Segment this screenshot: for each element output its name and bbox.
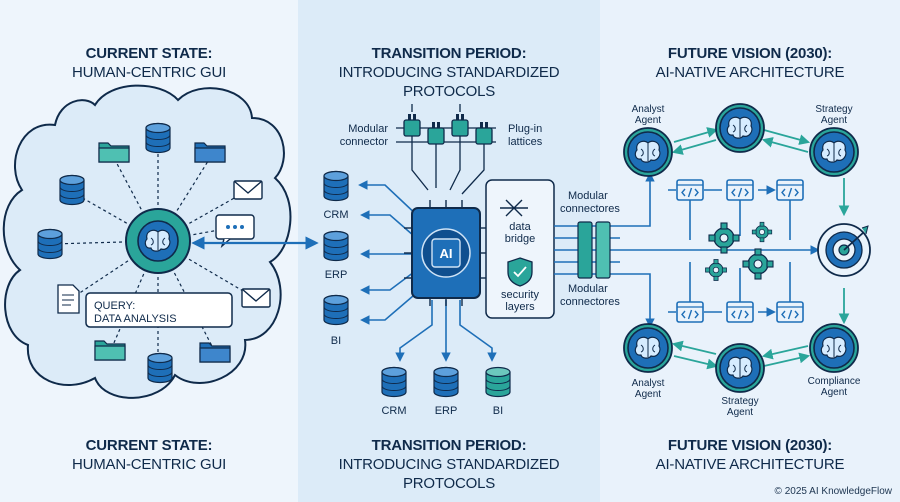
code-icon — [726, 179, 754, 201]
database-icon — [59, 174, 85, 206]
code-icon — [676, 179, 704, 201]
future-flow-lines — [620, 172, 820, 328]
database-icon — [145, 122, 171, 154]
erp-database-icon — [433, 366, 459, 398]
chip-wires — [358, 180, 497, 362]
gear-icon — [751, 221, 773, 243]
database-icon — [37, 228, 63, 260]
analyst-agent-bottom — [623, 323, 673, 373]
current-title-bottom: CURRENT STATE: HUMAN-CENTRIC GUI — [71, 437, 227, 473]
compliance-agent — [809, 323, 859, 373]
bi-database-icon — [485, 366, 511, 398]
code-icon — [676, 301, 704, 323]
document-icon — [57, 284, 80, 314]
target-icon — [817, 223, 871, 277]
folder-icon — [194, 142, 226, 163]
gear-icon — [742, 248, 774, 280]
current-title-top: CURRENT STATE: HUMAN-CENTRIC GUI — [71, 45, 227, 81]
agent-links — [671, 127, 850, 370]
folder-icon — [199, 342, 231, 363]
crm-database-icon — [323, 170, 349, 202]
gear-icon — [708, 222, 740, 254]
folder-icon — [98, 142, 130, 163]
analyst-agent-top — [623, 127, 673, 177]
query-value: DATA ANALYSIS — [94, 313, 177, 325]
crm-label-left: CRM — [323, 209, 348, 221]
strategy-agent-top — [809, 127, 859, 177]
query-label: QUERY: — [94, 300, 135, 312]
folder-icon — [94, 340, 126, 361]
future-title-top: FUTURE VISION (2030): AI-NATIVE ARCHITEC… — [655, 45, 845, 81]
ai-chip-label: AI — [440, 246, 453, 261]
erp-label-bottom: ERP — [435, 405, 458, 417]
plugin-lattice — [396, 104, 496, 195]
strategy-agent-bottom — [715, 343, 765, 393]
database-icon — [147, 352, 173, 384]
future-title-bottom: FUTURE VISION (2030): AI-NATIVE ARCHITEC… — [655, 437, 845, 473]
copyright: © 2025 AI KnowledgeFlow — [774, 486, 892, 497]
gear-icon — [705, 259, 727, 281]
brain-hub — [125, 208, 191, 274]
ai-chip: AI — [404, 200, 488, 306]
transition-title-bottom: TRANSITION PERIOD: INTRODUCING STANDARDI… — [338, 437, 560, 492]
mail-icon — [241, 288, 271, 308]
query-box[interactable]: QUERY: DATA ANALYSIS — [85, 292, 233, 328]
code-icon — [776, 179, 804, 201]
transition-title-top: TRANSITION PERIOD: INTRODUCING STANDARDI… — [338, 45, 560, 100]
crm-label-bottom: CRM — [381, 405, 406, 417]
erp-database-icon — [323, 230, 349, 262]
mail-icon — [233, 180, 263, 200]
code-icon — [726, 301, 754, 323]
erp-label-left: ERP — [325, 269, 348, 281]
bi-database-icon — [323, 294, 349, 326]
center-agent-top — [715, 103, 765, 153]
crm-database-icon — [381, 366, 407, 398]
shield-icon — [507, 257, 533, 287]
code-icon — [776, 301, 804, 323]
bi-label-bottom: BI — [493, 405, 503, 417]
modular-connector-bus — [554, 221, 620, 279]
bi-label-left: BI — [331, 335, 341, 347]
